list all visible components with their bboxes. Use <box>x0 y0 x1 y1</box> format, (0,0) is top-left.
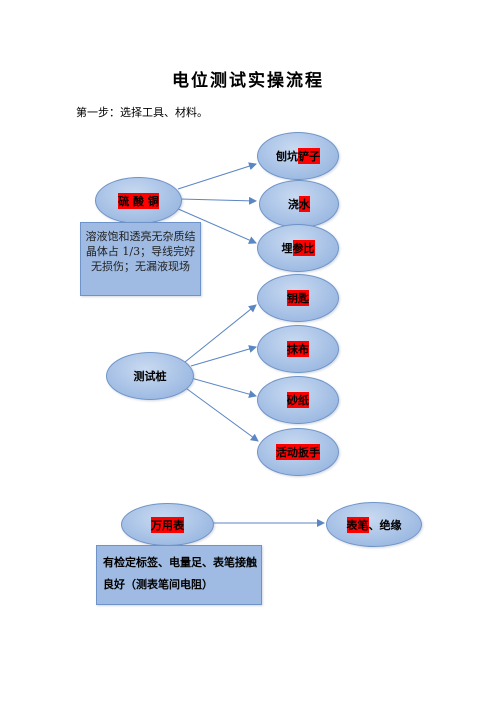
multimeter-note: 有检定标签、电量足、表笔接触良好（测表笔间电阻） <box>96 545 262 605</box>
arrow-post-to-cloth <box>190 345 257 367</box>
node-copper-sulfate: 硫 酸 铜 <box>95 177 182 224</box>
node-key: 钥匙 <box>257 274 339 322</box>
node-water: 浇水 <box>259 180 339 228</box>
arrow-cuso4-to-dig <box>177 162 257 190</box>
arrow-post-to-sandpaper <box>190 377 257 398</box>
node-test-post: 测试桩 <box>106 352 194 400</box>
node-multimeter: 万用表 <box>121 503 214 546</box>
step-1-text: 第一步：选择工具、材料。 <box>76 106 208 119</box>
node-cloth: 抹布 <box>257 325 339 373</box>
arrow-post-to-wrench <box>182 385 259 442</box>
arrow-cuso4-to-water <box>179 196 257 205</box>
node-probe-insulation: 表笔、绝缘 <box>326 502 422 547</box>
arrow-cuso4-to-electrode <box>175 207 257 244</box>
node-adjustable-wrench: 活动扳手 <box>257 428 339 476</box>
copper-sulfate-note: 溶液饱和透亮无杂质结晶体占 1/3；导线完好无损伤；无漏液现场 <box>80 222 201 296</box>
arrow-post-to-key <box>184 304 257 363</box>
page-title: 电位测试实操流程 <box>172 71 324 91</box>
node-sandpaper: 砂纸 <box>257 376 339 424</box>
node-dig-shovel: 刨坑铲子 <box>257 132 339 180</box>
node-bury-electrode: 埋参比 <box>257 224 339 272</box>
